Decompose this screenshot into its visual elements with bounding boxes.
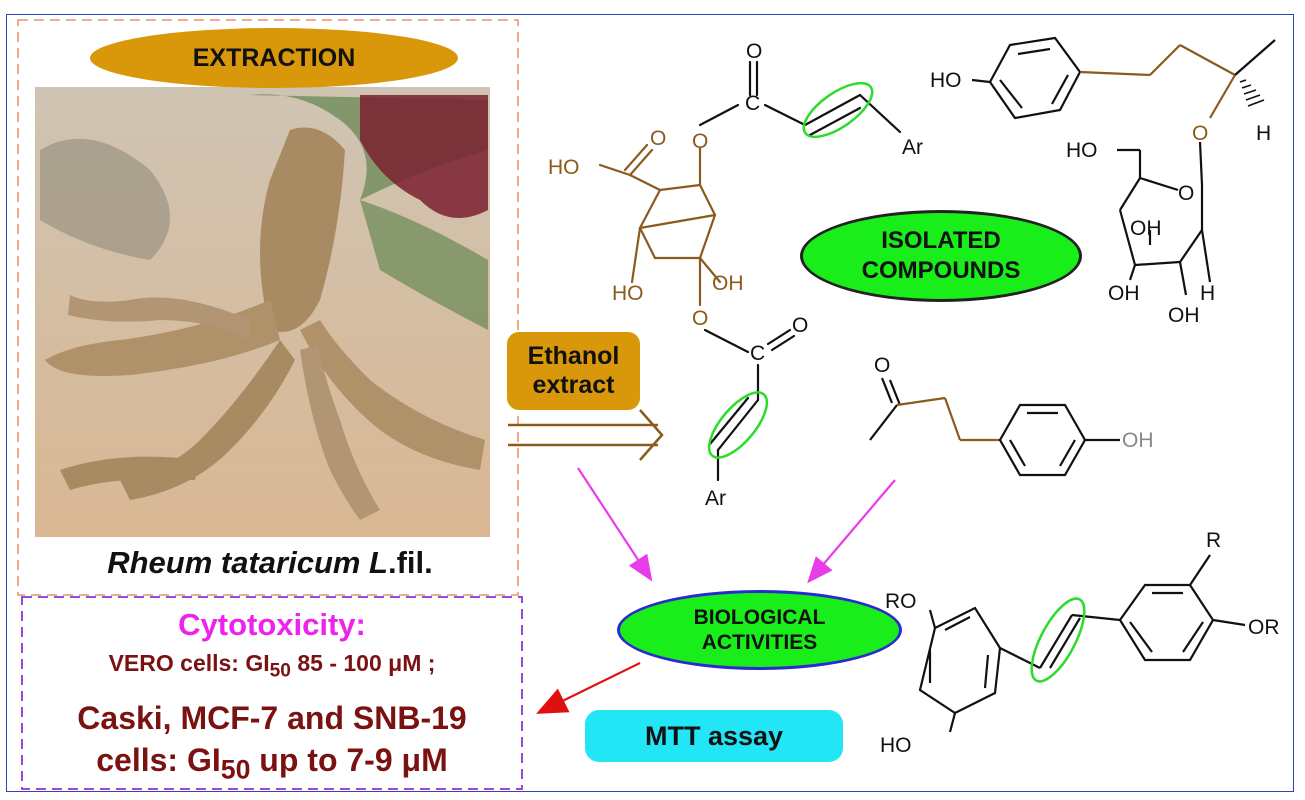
label-ho-ch2: HO	[1066, 139, 1098, 162]
label-h-anomeric: H	[1200, 282, 1215, 305]
label-ho-ring: HO	[612, 282, 644, 305]
gi50-suffix: up to 7-9 μM	[250, 742, 448, 778]
cytotoxicity-panel-border	[21, 596, 523, 790]
label-o-carbonyl-top: O	[746, 40, 762, 63]
plant-photo	[35, 87, 490, 537]
isolated-line-2: COMPOUNDS	[861, 257, 1021, 284]
plant-panel-border	[17, 19, 519, 596]
label-ar-top: Ar	[902, 136, 923, 159]
cytotoxicity-vero-line: VERO cells: GI50 85 - 100 μM ;	[22, 650, 522, 683]
outer-frame	[6, 14, 1294, 792]
label-r-stilbene: R	[1206, 529, 1221, 552]
gi50-sub: 50	[220, 754, 251, 785]
label-o-ketone: O	[874, 354, 890, 377]
plant-name: Rheum tataricum L.fil.	[25, 545, 515, 581]
cytotoxicity-title: Cytotoxicity:	[178, 607, 366, 642]
ethanol-line-2: extract	[532, 371, 615, 399]
label-o-glycosidic: O	[1192, 122, 1208, 145]
label-ro-stilbene: RO	[885, 590, 917, 613]
vero-sub: 50	[269, 660, 291, 682]
label-ho-acid: HO	[548, 156, 580, 179]
label-c-top: C	[745, 92, 760, 115]
caffeoylquinic-ester-structure	[598, 60, 902, 482]
label-oh-sugar-1: OH	[1130, 217, 1162, 240]
label-oh-sugar-2: OH	[1108, 282, 1140, 305]
plant-name-italic: Rheum tataricum L	[107, 545, 388, 580]
label-oh-phenol-ketone: OH	[1122, 429, 1154, 452]
label-ar-bottom: Ar	[705, 487, 726, 510]
stilbene-structure	[918, 554, 1246, 733]
label-oh-ring: OH	[712, 272, 744, 295]
label-ho-phenol-top: HO	[930, 69, 962, 92]
mtt-assay-label: MTT assay	[585, 710, 843, 762]
label-ho-stilbene: HO	[880, 734, 912, 757]
raspberry-ketone-structure	[869, 377, 1120, 477]
label-o-acid: O	[650, 127, 666, 150]
bio-line-1: BIOLOGICAL	[693, 605, 826, 629]
arrow-to-bio-right	[807, 479, 896, 584]
ethanol-line-1: Ethanol	[527, 342, 620, 371]
label-oh-sugar-3: OH	[1168, 304, 1200, 327]
arrow-to-cytotoxicity	[536, 662, 641, 714]
gi50-prefix: cells: GI	[96, 742, 221, 778]
label-c-bottom: C	[750, 342, 765, 365]
plant-name-suffix: .fil.	[388, 545, 433, 580]
bio-line-2: ACTIVITIES	[701, 631, 818, 654]
isolated-line-1: ISOLATED	[881, 227, 1001, 254]
label-o-ring: O	[1178, 182, 1194, 205]
extraction-arrow	[508, 409, 664, 461]
vero-prefix: VERO cells: GI	[108, 650, 270, 676]
extraction-label: EXTRACTION	[90, 28, 458, 88]
vero-suffix: 85 - 100 μM ;	[290, 650, 436, 676]
label-h-stereo: H	[1256, 122, 1271, 145]
cytotoxicity-gi50-line: cells: GI50 up to 7-9 μM	[22, 742, 522, 785]
label-o-ester-bottom: O	[692, 307, 708, 330]
arrow-to-bio-left	[577, 467, 653, 582]
label-o-carbonyl-bottom: O	[792, 314, 808, 337]
isolated-compounds-label: ISOLATED COMPOUNDS	[800, 210, 1082, 302]
label-or-stilbene: OR	[1248, 616, 1280, 639]
cytotoxicity-cell-lines: Caski, MCF-7 and SNB-19	[77, 700, 467, 736]
label-o-ester-top: O	[692, 130, 708, 153]
rhododendrin-glycoside-structure	[971, 36, 1276, 296]
